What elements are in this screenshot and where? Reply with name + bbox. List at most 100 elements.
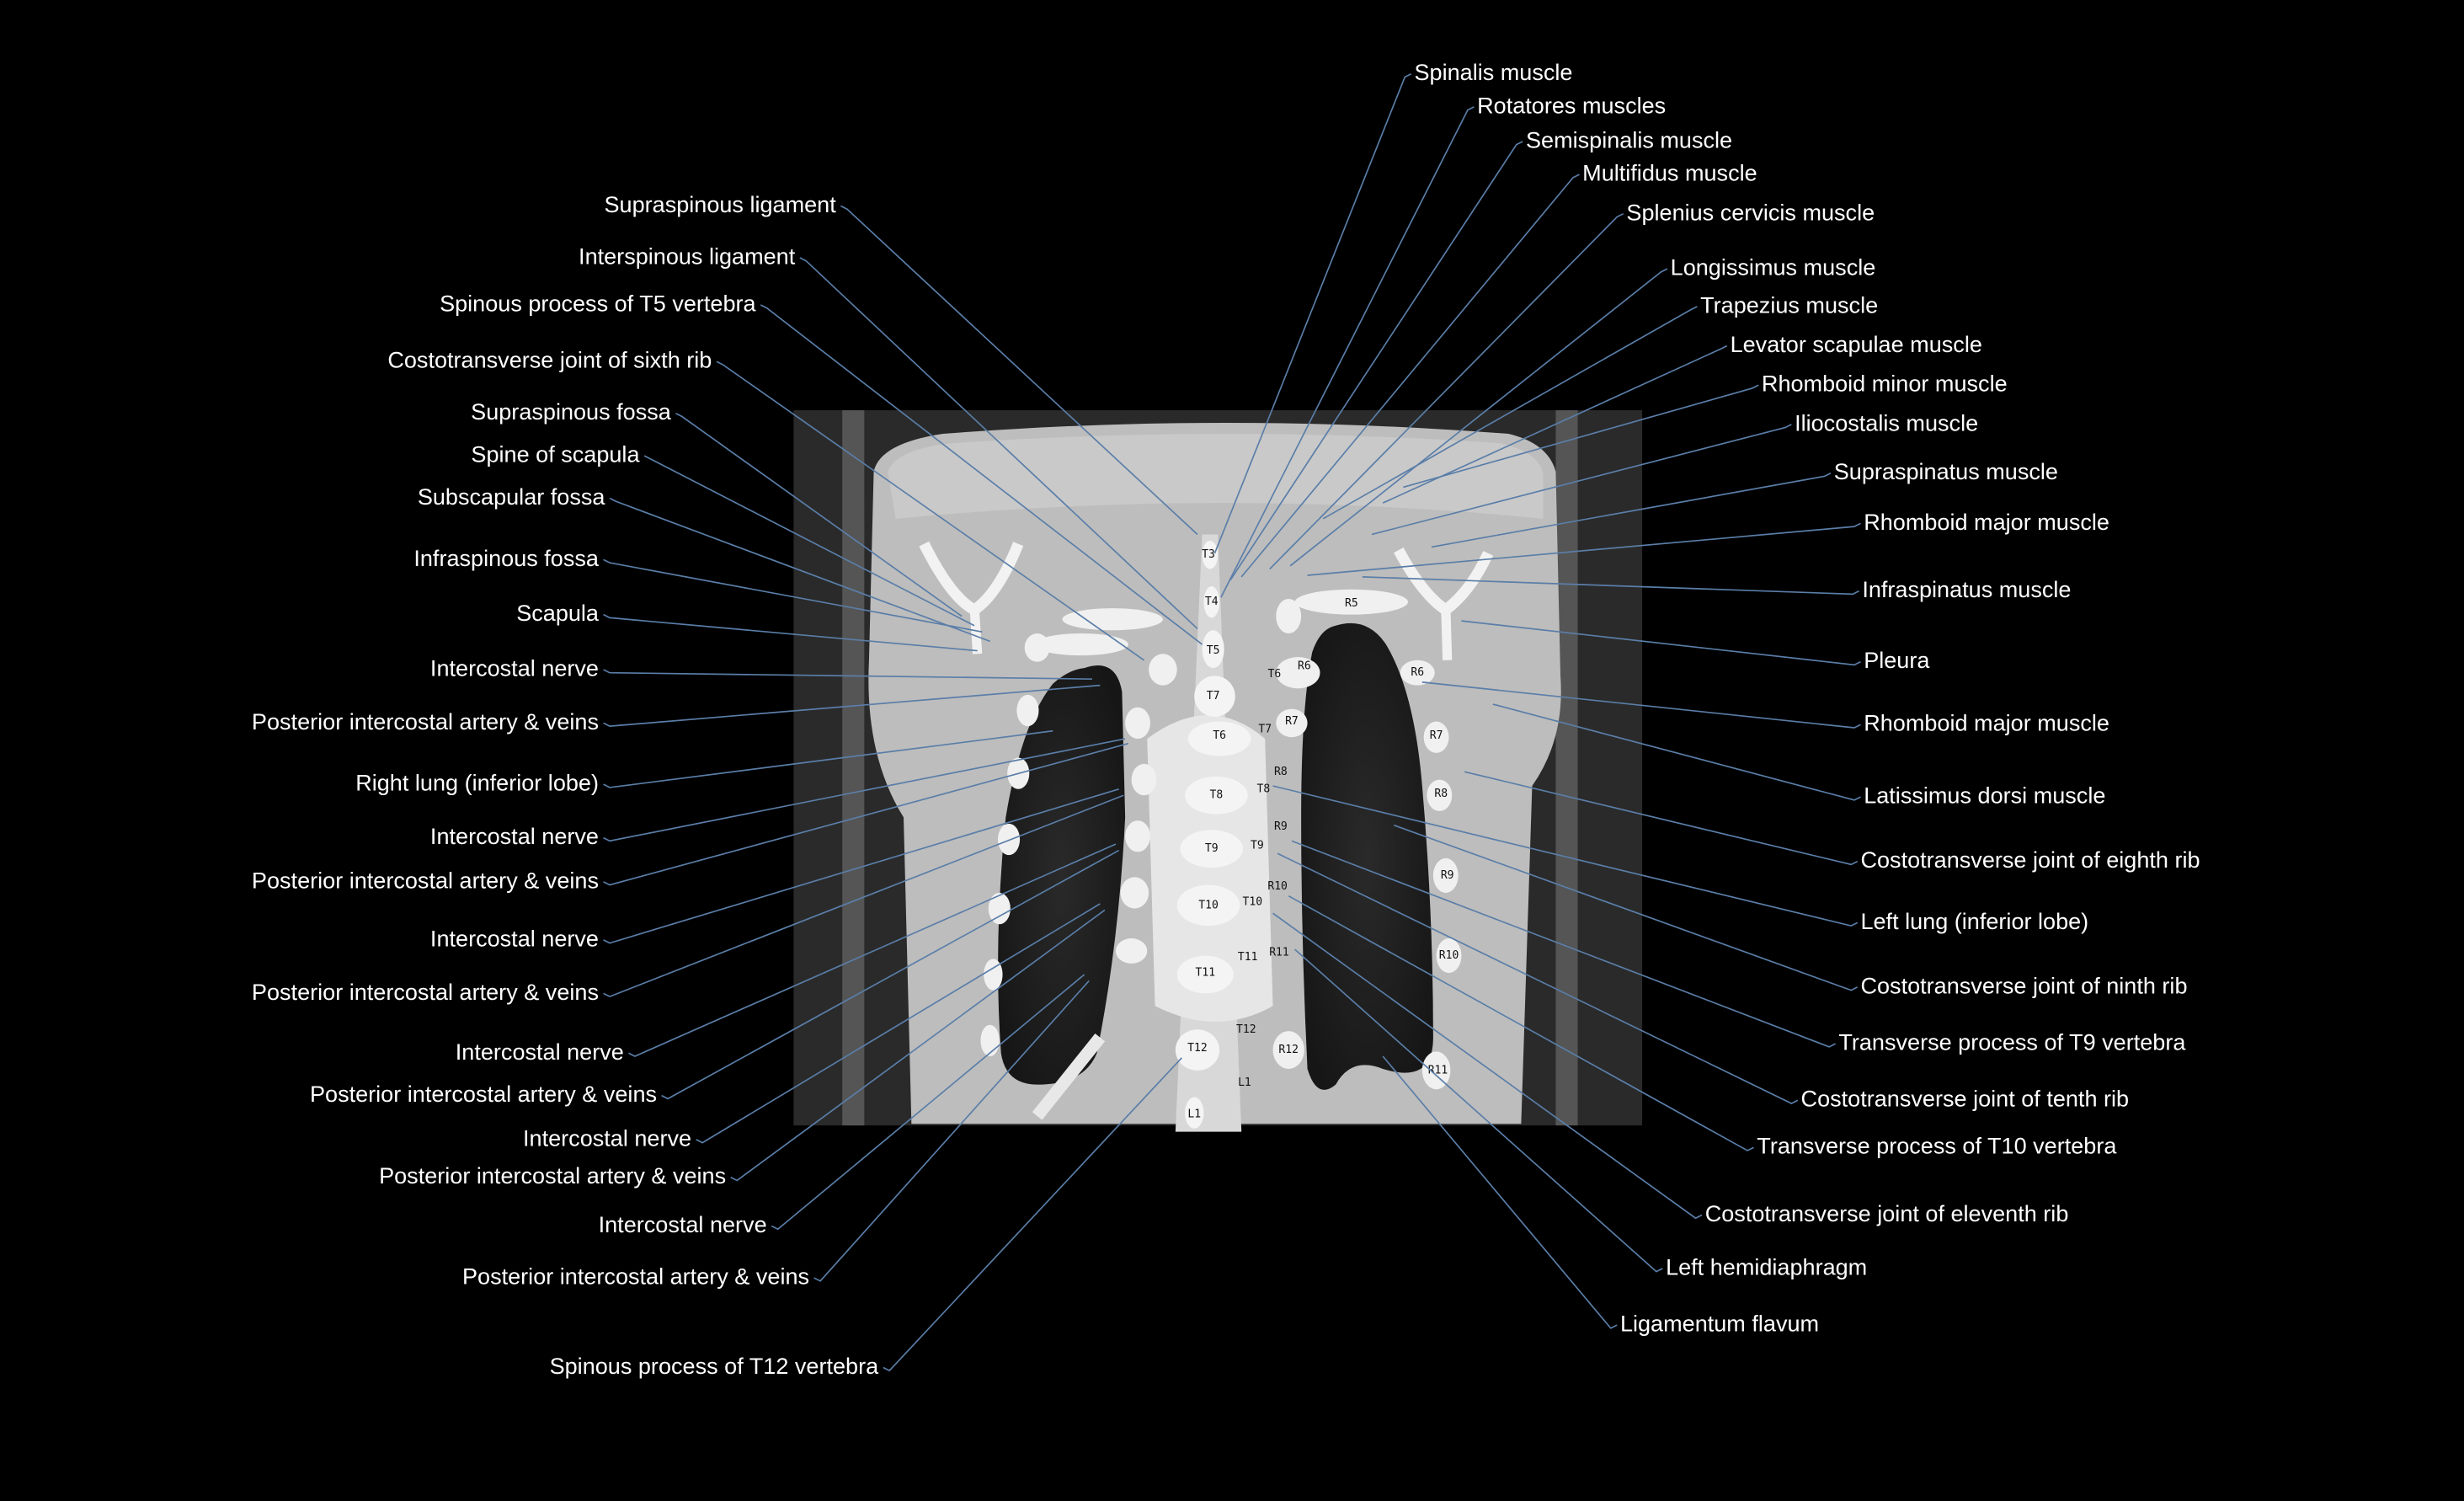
leader-line [603,613,978,652]
vertebra-rib-marker: R11 [1428,1064,1448,1076]
vertebra-rib-marker: T8 [1256,783,1270,795]
vertebra-rib-marker: R5 [1345,597,1358,610]
label-transverse-process-t10: Transverse process of T10 vertebra [1757,1135,2117,1161]
vertebra-rib-marker: R8 [1274,766,1288,778]
leader-line [603,558,983,633]
leader-line [603,669,1092,680]
label-left-lung-inferior-lobe: Left lung (inferior lobe) [1860,910,2089,936]
leader-line [1421,681,1861,729]
leader-line [609,497,990,643]
label-levator-scapulae-muscle: Levator scapulae muscle [1730,333,1982,359]
vertebra-rib-marker: R12 [1278,1044,1299,1056]
vertebra-rib-marker: T9 [1251,839,1264,852]
label-latissimus-dorsi-muscle: Latissimus dorsi muscle [1864,784,2106,810]
leader-line [1492,703,1861,801]
label-costotransverse-joint-tenth-rib: Costotransverse joint of tenth rib [1800,1087,2130,1114]
leader-line [730,909,1106,1182]
leader-line [1382,1055,1618,1329]
leader-line [1269,213,1624,570]
leader-line [1272,785,1859,927]
label-infraspinous-fossa: Infraspinous fossa [413,547,599,573]
label-pleura: Pleura [1864,649,1930,675]
label-multifidus-muscle: Multifidus muscle [1582,162,1757,188]
leader-line [1431,472,1832,548]
label-costotransverse-joint-sixth-rib: Costotransverse joint of sixth rib [387,349,712,375]
label-scapula: Scapula [516,601,599,628]
leader-line [603,742,1129,886]
label-posterior-intercostal-vessels: Posterior intercostal artery & veins [379,1164,727,1190]
vertebra-rib-marker: T12 [1187,1042,1208,1055]
label-intercostal-nerve: Intercostal nerve [429,657,599,682]
vertebra-rib-marker: L1 [1187,1108,1201,1121]
leader-line [1213,72,1412,554]
leader-line [799,257,1198,630]
leader-line [1461,620,1861,666]
vertebra-rib-marker: R9 [1274,820,1288,833]
vertebra-rib-marker: T6 [1213,729,1226,742]
label-posterior-intercostal-vessels: Posterior intercostal artery & veins [251,710,599,736]
vertebra-rib-marker: R7 [1430,729,1443,742]
vertebra-rib-marker: T7 [1207,690,1220,702]
label-costotransverse-joint-eighth-rib: Costotransverse joint of eighth rib [1860,848,2200,874]
label-subscapular-fossa: Subscapular fossa [417,485,605,511]
label-right-lung-inferior-lobe: Right lung (inferior lobe) [355,772,599,798]
label-trapezius-muscle: Trapezius muscle [1700,293,1879,319]
leader-line [696,903,1101,1144]
label-intercostal-nerve: Intercostal nerve [429,927,599,953]
label-costotransverse-joint-eleventh-rib: Costotransverse joint of eleventh rib [1704,1202,2069,1228]
leader-line [661,849,1120,1100]
leader-line [1272,912,1703,1220]
label-intercostal-nerve: Intercostal nerve [455,1040,624,1066]
label-intercostal-nerve: Intercostal nerve [429,825,599,851]
label-spinalis-muscle: Spinalis muscle [1414,61,1573,87]
leader-line [1277,852,1799,1104]
ct-scan-image [793,410,1643,1132]
leader-line [603,738,1126,842]
label-posterior-intercostal-vessels: Posterior intercostal artery & veins [309,1082,658,1108]
vertebra-rib-marker: L1 [1238,1076,1251,1089]
leader-line [1464,771,1859,866]
label-left-hemidiaphragm: Left hemidiaphragm [1666,1256,1868,1281]
leader-line [1382,345,1728,504]
label-splenius-cervicis-muscle: Splenius cervicis muscle [1626,200,1875,227]
label-spinous-process-t5: Spinous process of T5 vertebra [440,292,756,318]
label-ligamentum-flavum: Ligamentum flavum [1619,1312,1820,1338]
leader-line [716,361,1145,661]
label-spine-of-scapula: Spine of scapula [471,443,640,469]
vertebra-rib-marker: R10 [1267,880,1288,893]
leader-line [1220,106,1475,598]
label-infraspinatus-muscle: Infraspinatus muscle [1862,578,2072,604]
label-costotransverse-joint-ninth-rib: Costotransverse joint of ninth rib [1860,974,2188,1000]
vertebra-rib-marker: R8 [1434,788,1448,800]
vertebra-rib-marker: R9 [1441,869,1454,882]
leader-line [603,729,1053,788]
leader-line [1291,840,1836,1048]
vertebra-rib-marker: T6 [1268,668,1282,681]
leader-line [643,455,975,627]
label-intercostal-nerve: Intercostal nerve [598,1213,767,1239]
leader-line [813,980,1090,1282]
vertebra-rib-marker: T5 [1207,644,1220,657]
vertebra-rib-marker: T8 [1210,789,1224,802]
leader-line [1371,424,1792,536]
vertebra-rib-marker: T3 [1202,548,1215,561]
leader-line [1229,141,1523,581]
leader-lines [603,72,1861,1372]
label-interspinous-ligament: Interspinous ligament [579,245,796,270]
label-supraspinous-ligament: Supraspinous ligament [604,193,836,219]
vertebra-rib-marker: R7 [1285,715,1299,728]
label-longissimus-muscle: Longissimus muscle [1670,256,1876,282]
leader-line [1288,895,1754,1151]
label-spinous-process-t12: Spinous process of T12 vertebra [549,1354,879,1381]
label-rhomboid-major-muscle: Rhomboid major muscle [1864,712,2109,738]
label-semispinalis-muscle: Semispinalis muscle [1525,129,1733,154]
vertebra-rib-marker: R10 [1439,949,1459,962]
label-rhomboid-major-muscle: Rhomboid major muscle [1864,510,2109,537]
leader-line [760,304,1203,645]
vertebra-rib-marker: T11 [1196,967,1216,980]
leader-line [603,788,1119,944]
label-transverse-process-t9: Transverse process of T9 vertebra [1838,1031,2186,1057]
leader-line [675,413,963,617]
leader-line [603,684,1101,727]
